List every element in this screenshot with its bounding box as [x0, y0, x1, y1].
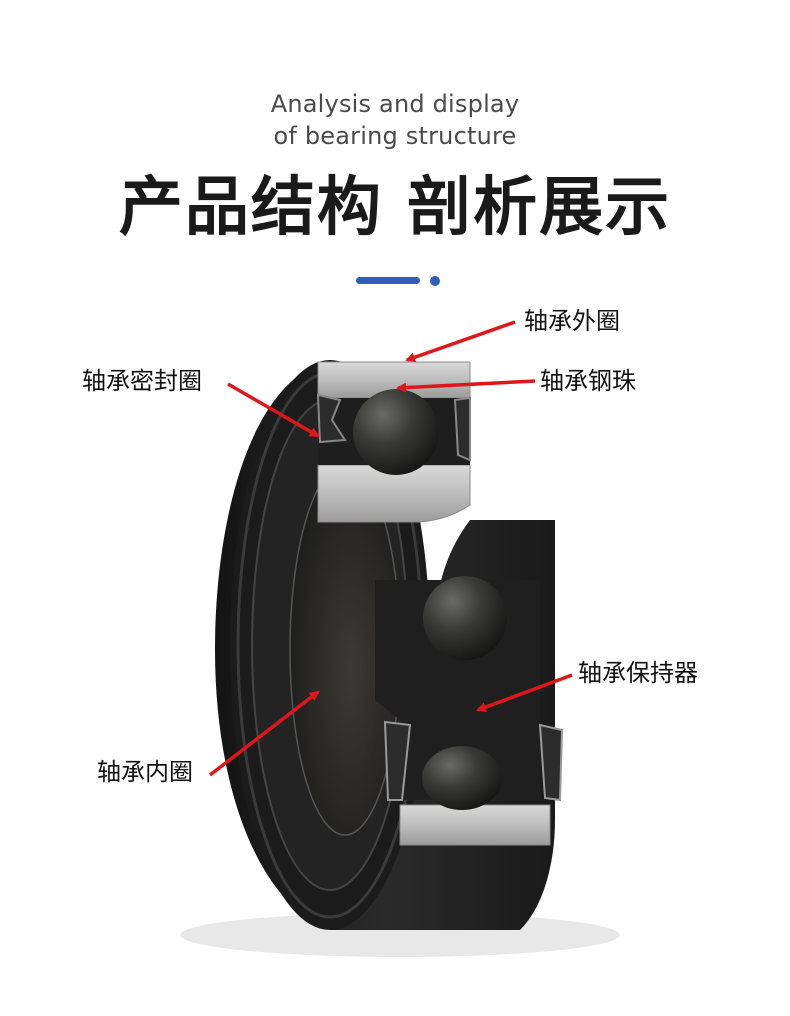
- label-ball: 轴承钢珠: [540, 366, 636, 396]
- steel-ball-bottom: [422, 746, 502, 810]
- steel-ball-top: [353, 389, 439, 475]
- label-cage: 轴承保持器: [578, 658, 698, 688]
- seal-profile-right-top: [455, 398, 470, 460]
- steel-ball-middle: [423, 576, 507, 660]
- label-seal: 轴承密封圈: [82, 366, 202, 396]
- label-inner-ring: 轴承内圈: [97, 757, 193, 787]
- label-outer-ring: 轴承外圈: [524, 306, 620, 336]
- outer-ring-section-bottom: [400, 805, 550, 845]
- arrow-outer-ring: [407, 322, 515, 360]
